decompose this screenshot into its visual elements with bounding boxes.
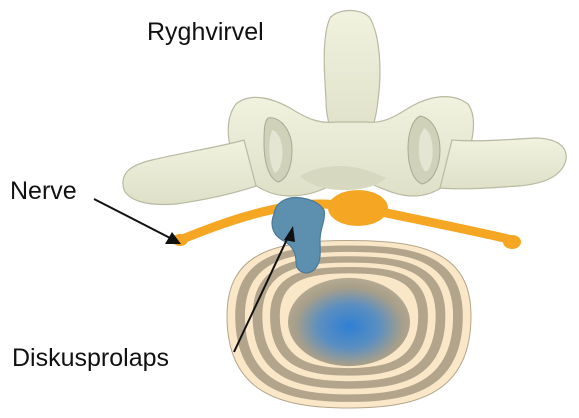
intervertebral-disc: [227, 241, 471, 408]
left-transverse-process: [123, 140, 256, 204]
right-transverse-process: [440, 138, 566, 189]
dorsal-root-ganglion: [328, 190, 388, 226]
nucleus-pulposus: [288, 278, 410, 366]
title-label: Ryghvirvel: [147, 20, 264, 45]
spinous-process: [324, 11, 380, 141]
nerve-right-end: [503, 235, 521, 249]
nerve-label: Nerve: [10, 179, 77, 204]
herniation-label: Diskusprolaps: [12, 346, 169, 371]
